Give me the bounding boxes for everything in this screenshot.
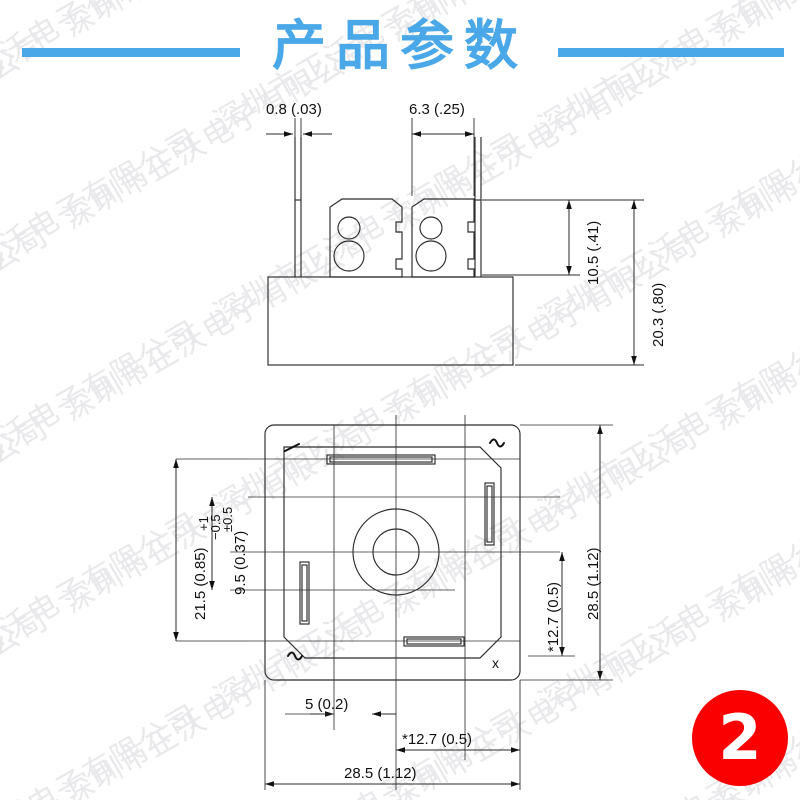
marking-ac-top-right	[489, 438, 505, 448]
top-view-chamfer-outline	[283, 446, 502, 659]
top-view-slot-right-outer	[484, 482, 495, 546]
side-view-terminal-2	[411, 198, 475, 278]
side-view-terminal-2-hole-large	[415, 240, 447, 272]
page-header: 产品参数	[0, 0, 800, 96]
dim-label-body-width-right: 28.5 (1.12)	[585, 547, 602, 620]
page-number-badge: 2	[692, 690, 788, 786]
dim-label-terminal-thickness: 0.8 (.03)	[266, 101, 322, 118]
side-view-terminal-2-hole-small	[419, 216, 443, 240]
top-view-slot-right-inner	[486, 485, 493, 543]
dim-label-terminal-height: 10.5 (.41)	[585, 220, 602, 285]
top-view-geometry	[264, 424, 521, 681]
dim-label-overall-height: 20.3 (.80)	[650, 282, 667, 347]
side-view-terminal-1	[329, 198, 403, 278]
top-view-centrelines	[230, 415, 560, 790]
marking-minus-top-left	[284, 443, 300, 452]
dim-label-slot-pitch: 9.5 (0.37)	[232, 530, 249, 595]
dim-label-terminal-spacing-right: *12.7 (0.5)	[545, 581, 562, 652]
header-rule-left	[22, 48, 240, 57]
top-view-polarity-markings	[284, 438, 505, 661]
dim-label-body-width-bottom: 28.5 (1.12)	[344, 765, 417, 782]
top-view-slot-bottom-outer	[403, 636, 465, 647]
marking-ac-bottom-left	[287, 651, 303, 661]
marking-x-bottom-right: x	[492, 655, 499, 671]
top-view-slot-left-outer	[299, 561, 310, 625]
top-view-body-outline	[264, 424, 521, 681]
top-view-slot-bottom-inner	[406, 638, 462, 645]
side-view-body	[267, 276, 514, 366]
top-view-slot-left-inner	[301, 564, 308, 622]
side-view-terminal-1-hole-large	[333, 240, 365, 272]
dim-label-terminal-spacing-bottom: *12.7 (0.5)	[402, 731, 473, 748]
header-rule-right	[558, 48, 784, 57]
side-view-dimension-lines	[266, 118, 644, 366]
dim-label-body-inner-height: 21.5 (0.85)	[192, 547, 209, 620]
dim-label-terminal-width: 6.3 (.25)	[409, 101, 465, 118]
side-view-terminal-1-hole-small	[337, 216, 361, 240]
side-view-geometry	[267, 137, 514, 366]
top-view-slot-top-inner	[329, 456, 433, 463]
top-view-slot-top-outer	[326, 454, 436, 465]
dim-label-edge-offset: 5 (0.2)	[305, 696, 349, 713]
page-title: 产品参数	[272, 14, 528, 77]
top-view-dimension-lines	[173, 424, 613, 790]
page-number-text: 2	[718, 701, 762, 774]
dim-label-slot-pitch-tolerance: ±0.5	[220, 506, 235, 532]
